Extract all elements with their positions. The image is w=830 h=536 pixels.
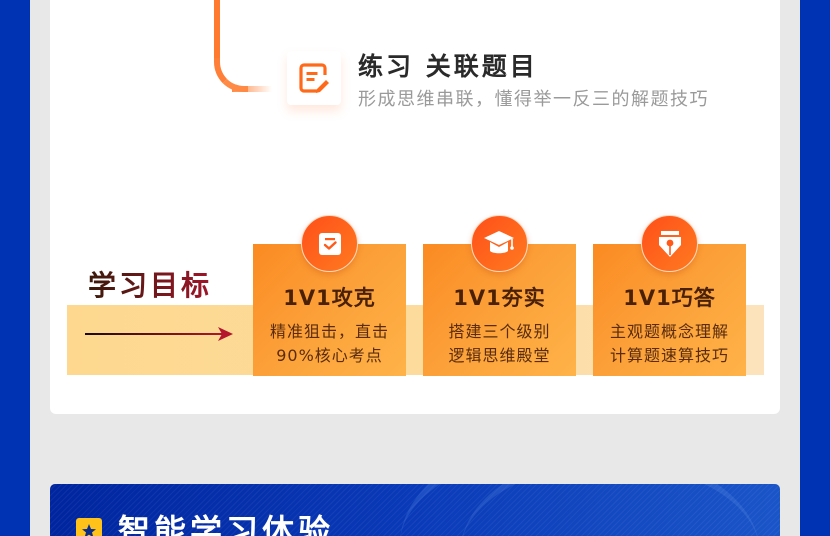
feature-icon-circle: [641, 215, 698, 272]
feature-icon-circle: [301, 215, 358, 272]
feature-line-2: 90%核心考点: [276, 346, 383, 365]
timeline-line: [214, 0, 220, 62]
edit-document-icon: [299, 63, 329, 93]
banner-title: 智能学习体验: [118, 512, 335, 536]
goal-title: 学习目标: [88, 264, 212, 304]
star-icon: [82, 524, 96, 536]
feature-title: 1V1巧答: [623, 286, 716, 310]
feature-card-gongke: 1V1攻克 精准狙击，直击 90%核心考点: [253, 215, 406, 376]
checklist-icon: [318, 232, 341, 255]
feature-card-qiaoda: 1V1巧答 主观题概念理解 计算题速算技巧: [593, 215, 746, 376]
smart-learning-banner: 智能学习体验: [50, 484, 780, 536]
feature-line-1: 主观题概念理解: [609, 322, 729, 341]
feature-line-2: 计算题速算技巧: [609, 346, 729, 365]
practice-icon-box: [287, 51, 341, 105]
feature-icon-circle: [471, 215, 528, 272]
arrow-right-icon: [85, 327, 233, 341]
feature-title: 1V1夯实: [453, 286, 546, 310]
banner-wave-decoration: [460, 484, 760, 536]
feature-line-1: 精准狙击，直击: [269, 322, 389, 341]
graduation-cap-icon: [483, 230, 514, 253]
timeline-tail: [232, 86, 272, 92]
banner-star-badge: [76, 518, 102, 536]
feature-line-2: 逻辑思维殿堂: [448, 346, 551, 365]
feature-card-hangshi: 1V1夯实 搭建三个级别 逻辑思维殿堂: [423, 215, 576, 376]
practice-description: 形成思维串联，懂得举一反三的解题技巧: [358, 89, 709, 110]
timeline-curve: [214, 58, 248, 92]
feature-line-1: 搭建三个级别: [448, 322, 551, 341]
pen-nib-icon: [658, 230, 681, 257]
practice-title: 练习 关联题目: [358, 52, 538, 81]
feature-title: 1V1攻克: [283, 286, 376, 310]
